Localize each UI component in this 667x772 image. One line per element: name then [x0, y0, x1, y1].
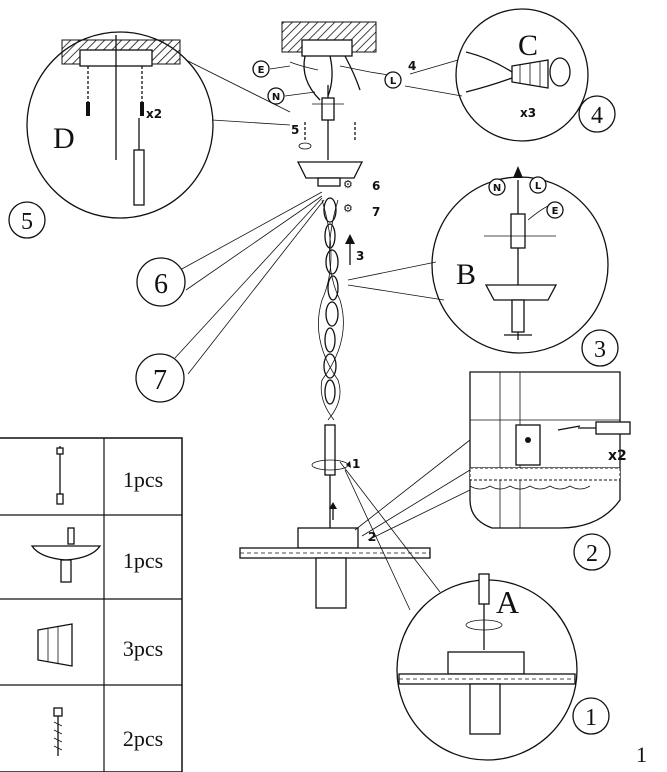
svg-text:3: 3: [594, 337, 606, 363]
svg-text:5: 5: [21, 209, 33, 235]
part-qty-2: 1pcs: [123, 548, 163, 573]
callout-7: 7: [135, 197, 325, 403]
svg-text:4: 4: [591, 103, 603, 129]
step-3-label: 3: [356, 249, 364, 263]
part-connector-icon: [37, 623, 73, 667]
callout-5: 5: [8, 201, 46, 239]
detail-d-letter: D: [53, 122, 75, 155]
ceiling-mount: [281, 21, 396, 160]
part-qty-3: 3pcs: [123, 636, 163, 661]
b-wire-earth: E: [546, 201, 564, 219]
svg-text:N: N: [272, 92, 280, 103]
detail-2: x2: [354, 371, 631, 541]
svg-text:7: 7: [153, 365, 167, 396]
b-wire-neutral: N: [488, 178, 506, 196]
part-screw-icon: [53, 707, 63, 756]
svg-text:L: L: [390, 76, 397, 87]
step-5-label: 5: [291, 123, 299, 137]
wire-live-label: L: [384, 71, 402, 89]
callout-3: 3: [581, 329, 619, 367]
parts-table: 1pcs 1pcs 3pcs 2pcs: [0, 437, 183, 772]
detail-c-letter: C: [518, 29, 538, 62]
svg-text:E: E: [258, 65, 265, 76]
detail-b: B: [347, 166, 609, 354]
svg-text:1: 1: [585, 705, 597, 731]
detail-a: A: [339, 461, 578, 761]
callout-6: 6: [136, 191, 323, 307]
lamp-body: 2: [239, 527, 431, 609]
detail-b-letter: B: [456, 258, 476, 291]
page-number: 1: [636, 742, 647, 767]
part-qty-4: 2pcs: [123, 726, 163, 751]
svg-text:⚙: ⚙: [343, 178, 353, 191]
lift-arrow: 3: [345, 234, 364, 265]
part-qty-1: 1pcs: [123, 467, 163, 492]
screwdriver-multiplier: x2: [608, 448, 627, 464]
svg-text:2: 2: [586, 541, 598, 567]
rod: 1: [311, 424, 360, 528]
step-6-label: 6: [372, 179, 380, 193]
part-rod-icon: [56, 446, 64, 505]
step-2-label: 2: [368, 530, 376, 544]
b-wire-live: L: [529, 176, 547, 194]
d-multiplier: x2: [146, 107, 162, 121]
canopy: [296, 161, 364, 187]
step-7-label: 7: [372, 205, 380, 219]
wire-neutral-label: N: [267, 87, 316, 105]
part-canopy-icon: [30, 527, 102, 583]
callout-4: 4: [578, 95, 616, 133]
c-multiplier: x3: [520, 106, 536, 120]
callout-1: 1: [572, 697, 610, 735]
wire-earth-label: E: [252, 60, 291, 78]
chain: [318, 197, 344, 421]
detail-c: C x3: [404, 8, 589, 142]
svg-text:6: 6: [154, 269, 168, 300]
svg-text:L: L: [535, 181, 542, 192]
svg-text:⚙: ⚙: [343, 202, 353, 215]
detail-a-letter: A: [496, 584, 519, 620]
svg-text:N: N: [493, 183, 501, 194]
step-1-label: 1: [352, 457, 360, 471]
callout-2: 2: [573, 533, 611, 571]
canopy-screws: ⚙ 6 ⚙ 7: [343, 178, 380, 219]
step-4-label: 4: [408, 59, 416, 73]
svg-text:E: E: [552, 206, 559, 217]
detail-d: D x2: [26, 31, 291, 219]
